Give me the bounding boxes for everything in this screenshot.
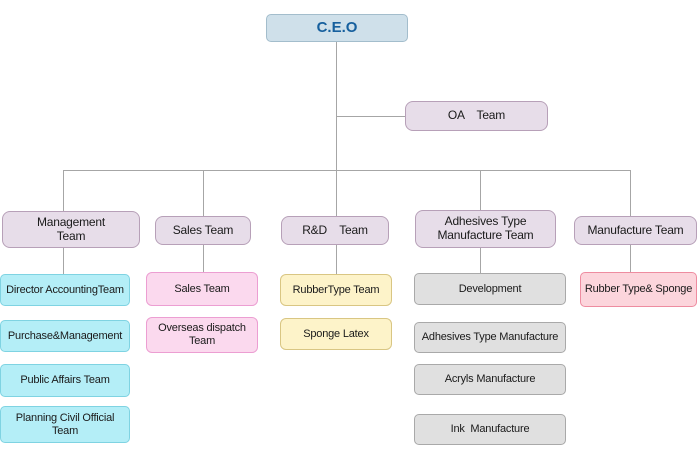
- connector-manufacture-children: [630, 245, 631, 272]
- connector-sales-children: [203, 245, 204, 272]
- child-planning-civil-official-team: Planning Civil Official Team: [0, 406, 130, 443]
- branch-management-team: Management Team: [2, 211, 140, 248]
- branch-rnd-team: R&D Team: [281, 216, 389, 245]
- child-sales-team: Sales Team: [146, 272, 258, 306]
- connector-oa-horizontal: [336, 116, 405, 117]
- child-development: Development: [414, 273, 566, 305]
- oa-team-box: OA Team: [405, 101, 548, 131]
- child-director-accounting-team: Director AccountingTeam: [0, 274, 130, 306]
- child-rubber-type-sponge: Rubber Type& Sponge: [580, 272, 697, 307]
- branch-adhesives-type-manufacture-team: Adhesives Type Manufacture Team: [415, 210, 556, 248]
- branch-sales-team: Sales Team: [155, 216, 251, 245]
- connector-adhesives-children: [480, 248, 481, 273]
- ceo-box: C.E.O: [266, 14, 408, 42]
- connector-drop-manufacture: [630, 170, 631, 216]
- connector-drop-sales: [203, 170, 204, 216]
- connector-drop-management: [63, 170, 64, 212]
- connector-rnd-children: [336, 245, 337, 274]
- child-rubbertype-team: RubberType Team: [280, 274, 392, 306]
- connector-management-children: [63, 248, 64, 274]
- child-acryls-manufacture: Acryls Manufacture: [414, 364, 566, 395]
- connector-trunk-horizontal: [63, 170, 630, 171]
- child-adhesives-type-manufacture: Adhesives Type Manufacture: [414, 322, 566, 353]
- child-purchase-management: Purchase&Management: [0, 320, 130, 352]
- connector-ceo-vertical: [336, 42, 337, 216]
- branch-manufacture-team: Manufacture Team: [574, 216, 697, 245]
- child-public-affairs-team: Public Affairs Team: [0, 364, 130, 397]
- connector-drop-adhesives: [480, 170, 481, 210]
- child-overseas-dispatch-team: Overseas dispatch Team: [146, 317, 258, 353]
- child-sponge-latex: Sponge Latex: [280, 318, 392, 350]
- child-ink-manufacture: Ink Manufacture: [414, 414, 566, 445]
